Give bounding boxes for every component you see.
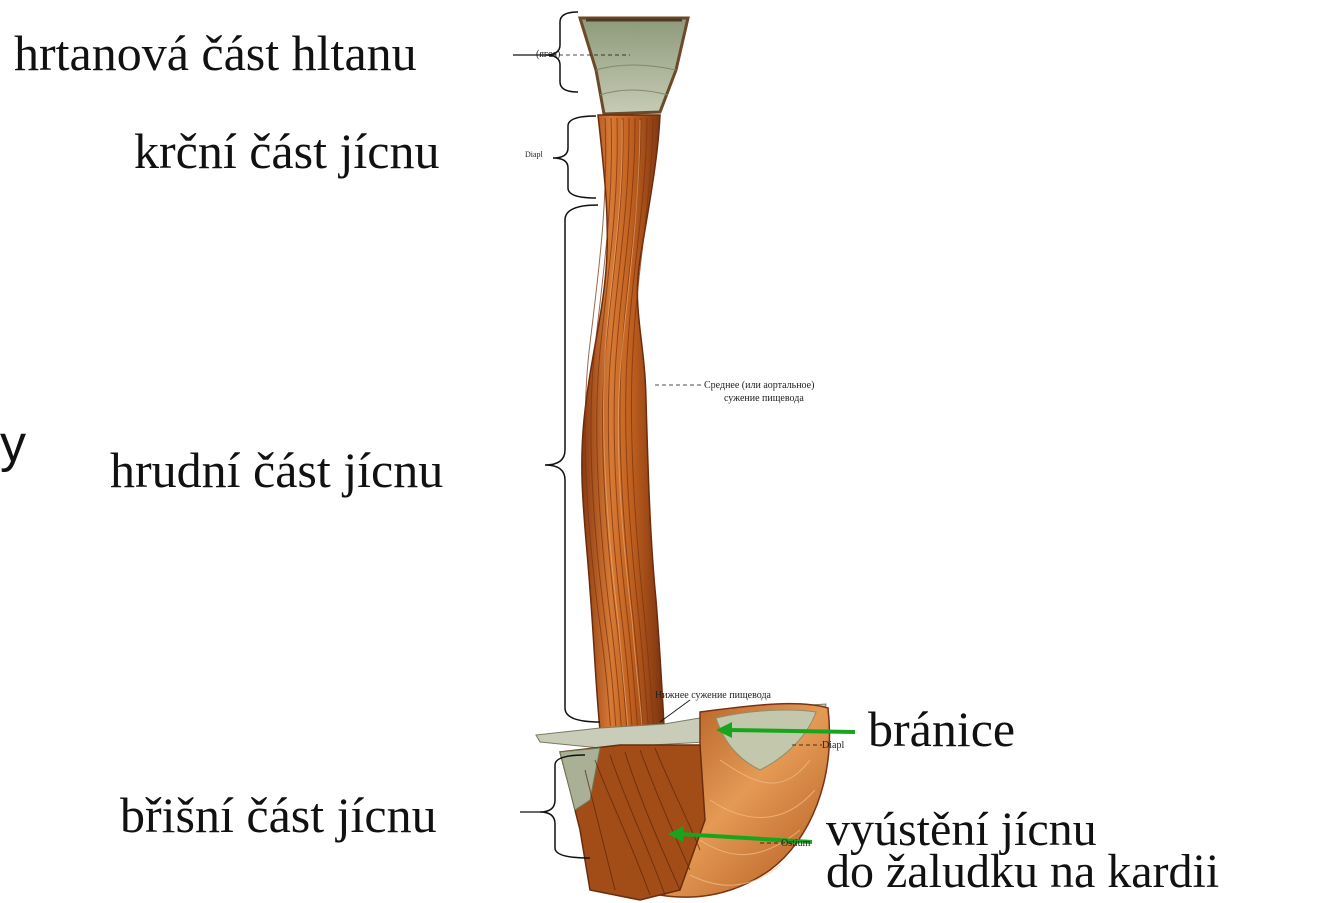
label-diaphragm: bránice <box>868 704 1015 754</box>
esophagus-tube <box>582 115 664 730</box>
small-label-top: (ягса) <box>536 49 560 60</box>
label-cardia-line2: do žaludku na kardii <box>826 848 1219 896</box>
edge-fragment: y <box>0 418 26 470</box>
label-thoracic: hrudní část jícnu <box>110 445 443 495</box>
small-label-middle-1: Среднее (или аортальное) <box>704 380 814 391</box>
small-label-diaph: Diapl <box>822 740 844 751</box>
pharynx-part <box>580 18 688 114</box>
small-label-middle-2: сужение пищевода <box>724 393 804 404</box>
small-label-ostium: Ostium <box>781 838 810 849</box>
label-abdominal: břišní část jícnu <box>120 790 437 840</box>
label-cervical: krční část jícnu <box>134 126 439 176</box>
label-laryngopharynx: hrtanová část hltanu <box>14 28 417 78</box>
diaphragm-stomach <box>536 704 829 900</box>
bracket-cervical <box>553 116 596 198</box>
small-label-lower: Нижнее сужение пищевода <box>655 690 771 701</box>
small-label-cervical: Diapl <box>525 151 543 160</box>
